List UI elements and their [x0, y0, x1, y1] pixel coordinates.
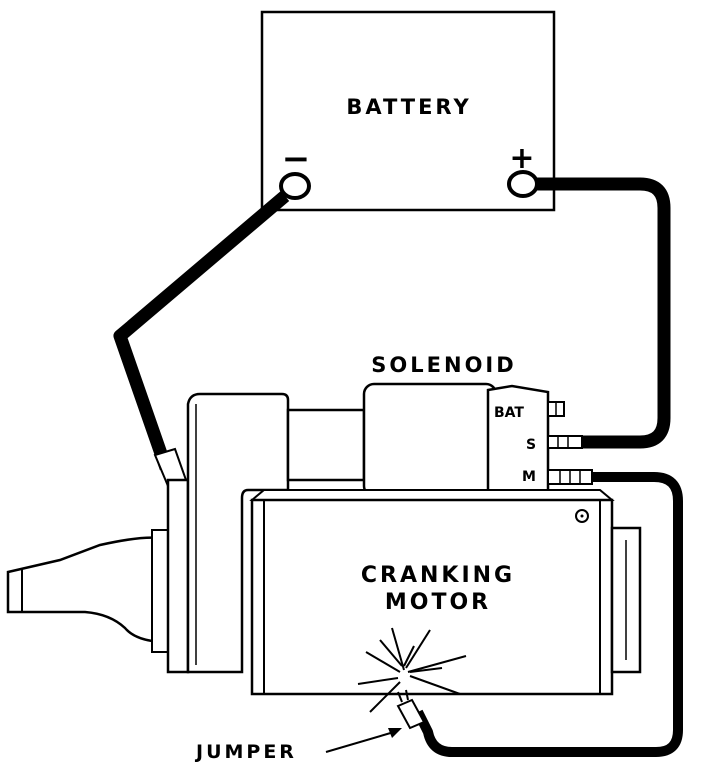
jumper-label: JUMPER	[194, 741, 297, 763]
ground-cable	[113, 191, 290, 471]
drive-end-frame	[186, 392, 290, 674]
motor-label: MOTOR	[385, 590, 491, 615]
motor-top-rim	[249, 489, 615, 501]
solenoid-plunger-housing	[286, 408, 366, 482]
s-terminal-stud	[547, 435, 583, 449]
solenoid-terminal-cap	[486, 384, 550, 498]
drive-housing	[6, 392, 290, 674]
spark	[357, 627, 467, 713]
s-terminal-label: S	[526, 437, 536, 453]
positive-cable	[536, 177, 671, 449]
solenoid-body	[362, 382, 498, 498]
jumper-pointer	[325, 731, 395, 753]
battery-case	[260, 10, 556, 212]
mounting-flange	[166, 478, 190, 674]
cranking-label: CRANKING	[361, 563, 515, 588]
solenoid-label: SOLENOID	[371, 353, 516, 377]
battery: BATTERY − +	[260, 10, 556, 212]
housing-flange	[151, 529, 169, 653]
jumper-arrowhead	[388, 728, 402, 738]
bat-terminal-label: BAT	[494, 405, 524, 421]
positive-terminal	[507, 170, 539, 198]
jumper-cable	[413, 472, 683, 757]
m-terminal-label: M	[522, 469, 536, 485]
pinion-nose	[6, 536, 162, 644]
negative-terminal	[279, 172, 311, 200]
cranking-motor: CRANKING MOTOR	[249, 489, 642, 696]
motor-frame	[250, 498, 614, 696]
jumper-clip	[396, 698, 426, 730]
solenoid: SOLENOID BAT S M	[286, 353, 593, 498]
battery-label: BATTERY	[346, 95, 471, 119]
